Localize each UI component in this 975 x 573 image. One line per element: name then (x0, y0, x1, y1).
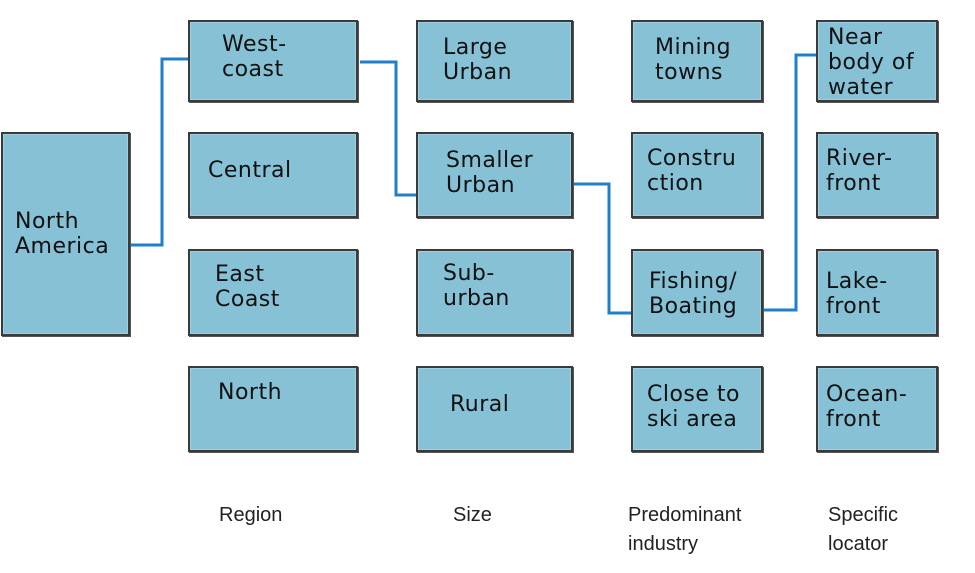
connector-root-to-west-coast (130, 57, 188, 247)
node-label: Constru ction (647, 146, 737, 196)
node-label: Rural (450, 392, 510, 417)
node-central: Central (188, 132, 358, 218)
column-label-specific-locator: Specific locator (828, 504, 899, 555)
node-label: Sub- urban (443, 261, 510, 311)
connector-smaller-urban-to-fishing-boating (573, 182, 631, 315)
node-label: Mining towns (655, 35, 732, 85)
column-label-predominant-industry: Predominant industry (628, 504, 742, 555)
node-lakefront: Lake- front (816, 249, 938, 336)
node-label: West- coast (222, 32, 287, 82)
node-label: River- front (826, 146, 893, 196)
node-label: Lake- front (826, 269, 888, 319)
column-label-size: Size (453, 504, 492, 526)
node-suburban: Sub- urban (416, 249, 573, 336)
node-north-america: North America (1, 132, 130, 336)
node-label: Near body of water (828, 25, 915, 100)
node-label: Close to ski area (647, 382, 741, 432)
node-label: Ocean- front (826, 382, 908, 432)
node-large-urban: Large Urban (416, 20, 573, 102)
column-label-region: Region (219, 504, 283, 526)
node-label: North America (15, 209, 110, 259)
node-near-body-of-water: Near body of water (816, 20, 938, 102)
node-east-coast: East Coast (188, 249, 358, 336)
connector-west-coast-to-smaller-urban (360, 60, 416, 197)
node-label: Large Urban (443, 35, 513, 85)
node-north: North (188, 366, 358, 452)
node-label: Smaller Urban (446, 148, 534, 198)
node-label: East Coast (215, 262, 280, 312)
node-west-coast: West- coast (188, 20, 358, 102)
node-label: Central (208, 158, 292, 183)
node-close-to-ski-area: Close to ski area (631, 366, 763, 452)
node-smaller-urban: Smaller Urban (416, 132, 573, 218)
node-label: North (218, 380, 283, 405)
node-mining-towns: Mining towns (631, 20, 763, 102)
connector-fishing-boating-to-near-body-of-water (763, 53, 816, 312)
node-rural: Rural (416, 366, 573, 452)
node-construction: Constru ction (631, 132, 763, 218)
node-riverfront: River- front (816, 132, 938, 218)
node-label: Fishing/ Boating (649, 269, 738, 319)
node-fishing-boating: Fishing/ Boating (631, 249, 763, 336)
node-oceanfront: Ocean- front (816, 366, 938, 452)
